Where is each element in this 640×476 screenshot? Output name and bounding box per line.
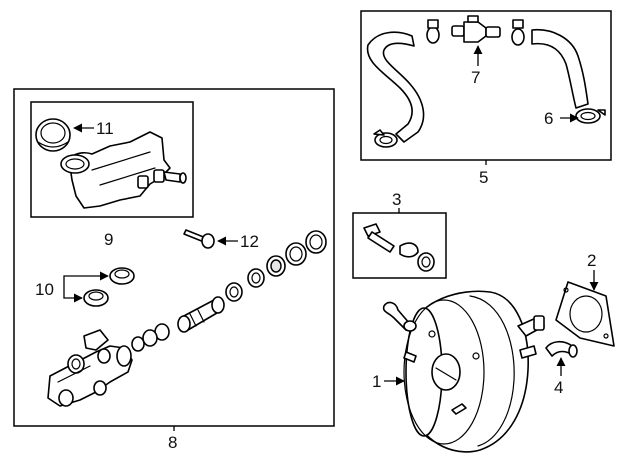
master-cylinder-group: 11 9 12 10 [13, 88, 335, 452]
reservoir-cap [35, 118, 71, 152]
callout-8: 8 [168, 433, 177, 452]
hose-clamp-upper-left [426, 19, 440, 44]
hose-clamp-upper-right [511, 19, 525, 46]
callout-11: 11 [96, 119, 114, 138]
vacuum-hose-left [366, 31, 425, 143]
clevis-pin [363, 223, 395, 253]
callout-3: 3 [392, 190, 401, 209]
piston-seals [225, 230, 327, 302]
fluid-reservoir [60, 131, 187, 209]
secondary-piston [131, 323, 170, 352]
callout-4: 4 [554, 378, 563, 397]
grommet-upper [109, 267, 135, 285]
master-cylinder-body [47, 329, 133, 407]
callout-9: 9 [104, 230, 113, 249]
brake-booster [382, 290, 545, 453]
callout-5: 5 [479, 168, 488, 187]
check-valve [451, 15, 501, 43]
primary-piston [177, 296, 225, 333]
clevis-pin-group: 3 [352, 190, 447, 279]
callout-6: 6 [544, 109, 553, 128]
hose-group-box: 7 6 5 [360, 10, 612, 187]
booster-gasket [555, 281, 615, 347]
reservoir-frame [30, 101, 194, 218]
callout-10: 10 [35, 280, 54, 299]
leader-10b [63, 288, 83, 303]
callout-7: 7 [471, 68, 480, 87]
callout-1: 1 [372, 372, 381, 391]
reservoir-pin [183, 229, 215, 249]
vacuum-hose-right [531, 29, 589, 109]
hose-clamp-right [575, 108, 606, 124]
callout-12: 12 [240, 232, 259, 251]
grommet-lower [83, 289, 109, 307]
clip-washer [399, 242, 435, 272]
callout-2: 2 [587, 251, 596, 270]
leader-10a [63, 271, 109, 288]
vacuum-connector-hose [545, 340, 578, 358]
hose-clamp-lower-left [373, 129, 398, 148]
